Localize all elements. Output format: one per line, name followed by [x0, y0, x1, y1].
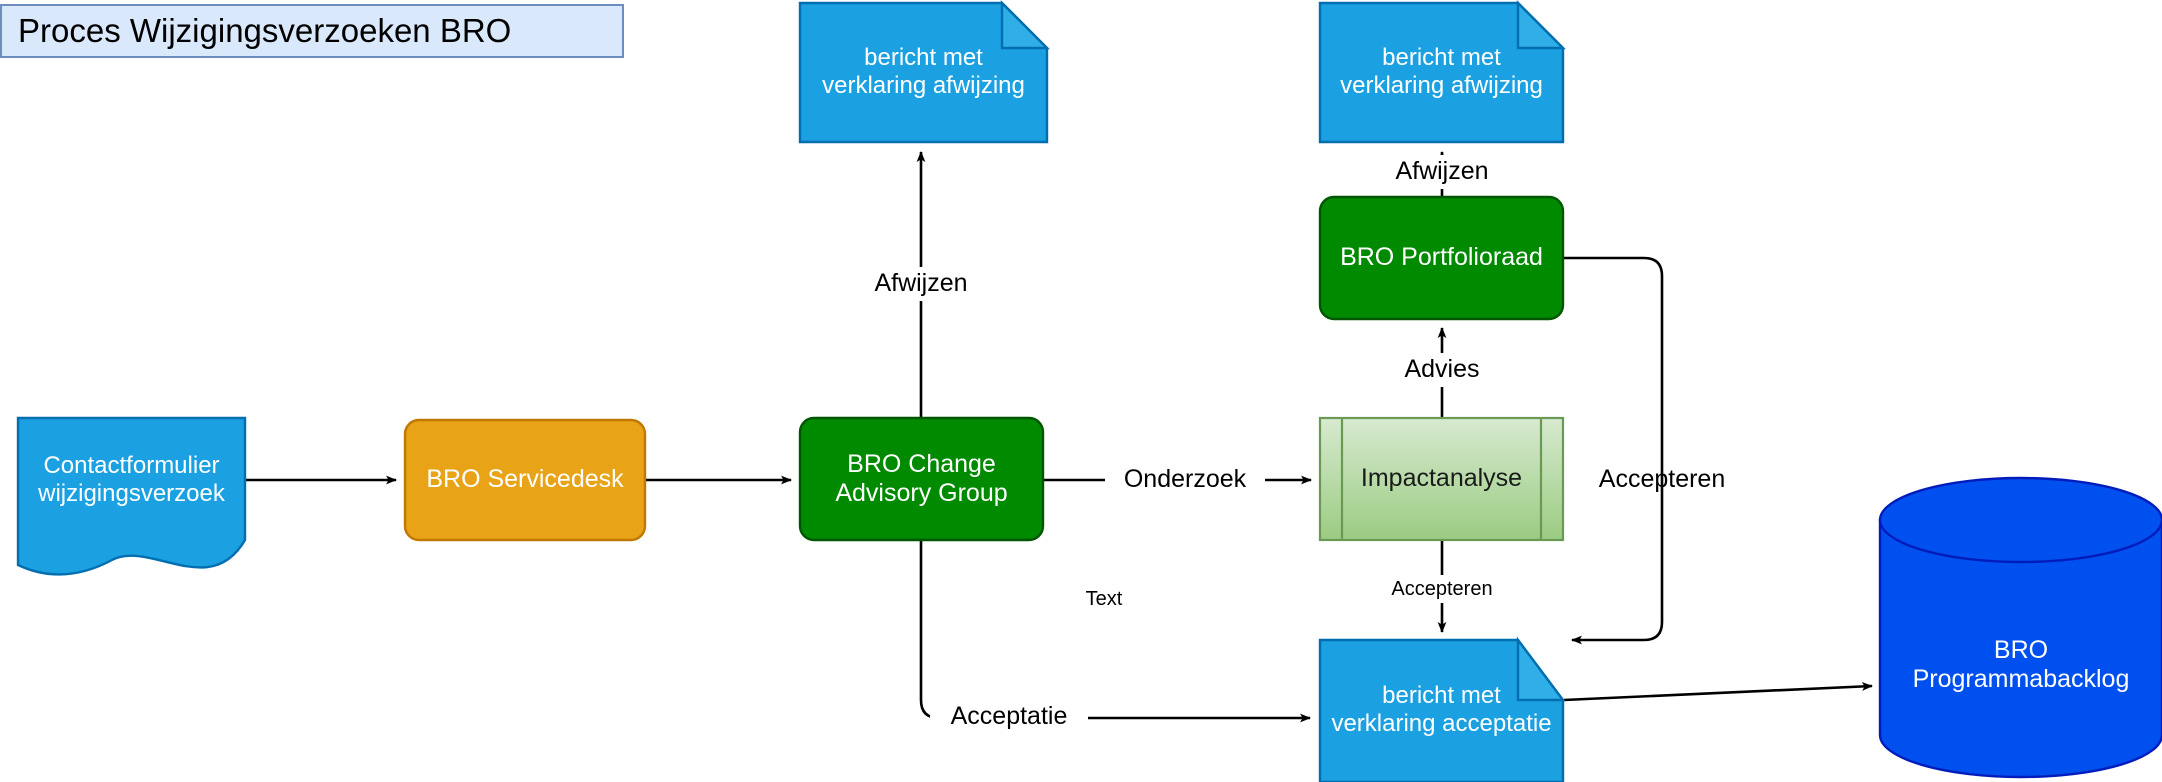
edge-label-acceptatie: Acceptatie	[930, 700, 1088, 734]
edge-label-advies: Advies	[1388, 353, 1496, 387]
node-afwijzing-rechts-shape[interactable]	[1318, 0, 1566, 144]
edge-label-accepteren-rechts: Accepteren	[1598, 465, 1726, 494]
edge-label-onderzoek: Onderzoek	[1105, 463, 1265, 497]
edge-label-text: Text	[1085, 588, 1123, 610]
edge-portfolioraad-acceptatie	[1564, 256, 1664, 645]
edge-label-afwijzen-links: Afwijzen	[854, 267, 988, 301]
node-impactanalyse-shape[interactable]	[1318, 416, 1565, 542]
edge-cab-acceptatie	[919, 541, 1311, 723]
node-afwijzing-links-shape[interactable]	[798, 0, 1050, 144]
edge-label-accepteren-midden: Accepteren	[1381, 575, 1503, 603]
node-contactformulier-shape[interactable]	[16, 416, 247, 576]
node-servicedesk-shape[interactable]	[403, 418, 647, 542]
node-programmabacklog-shape[interactable]	[1878, 476, 2162, 779]
node-cab-shape[interactable]	[798, 416, 1045, 542]
node-acceptatie-note-shape[interactable]	[1318, 636, 1566, 782]
node-portfolioraad-shape[interactable]	[1318, 195, 1565, 321]
diagram-title: Proces Wijzigingsverzoeken BRO	[0, 4, 624, 58]
edge-acceptatie-programmabacklog	[1563, 682, 1873, 702]
edge-label-afwijzen-rechts: Afwijzen	[1375, 155, 1509, 189]
